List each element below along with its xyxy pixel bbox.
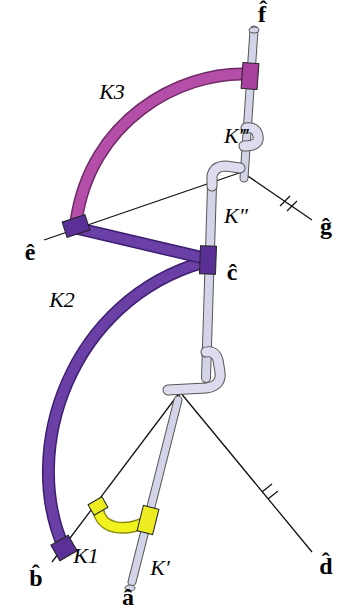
parallel-mark <box>268 491 278 499</box>
tube-outline <box>48 262 204 548</box>
joint-collar <box>62 215 90 238</box>
axis-label: ĝ <box>320 214 332 238</box>
tube-outline <box>168 352 220 390</box>
axis-line <box>242 172 312 220</box>
link-tube <box>132 400 178 582</box>
tube-outline <box>76 74 246 222</box>
k2-link <box>48 262 204 548</box>
k2-link <box>76 228 204 258</box>
link-label: K2 <box>49 289 75 311</box>
parallel-mark <box>287 201 297 211</box>
link-label: K1 <box>73 545 99 567</box>
elbow-tube <box>168 352 220 390</box>
joint-collar <box>88 497 108 515</box>
joint-collar <box>241 62 259 89</box>
tube-outline <box>244 30 254 178</box>
axis-label: ĉ <box>227 260 238 284</box>
link-label: K′ <box>150 557 170 579</box>
tube-end <box>249 27 259 33</box>
tube-outline <box>76 228 204 258</box>
axis-label: ê <box>25 240 36 264</box>
link-label: K3 <box>99 81 125 103</box>
axis-label: â <box>122 585 134 609</box>
k3-link <box>76 74 246 222</box>
tube-outline <box>132 400 178 582</box>
axis-label: b̂ <box>29 566 42 590</box>
axis-line <box>128 392 180 592</box>
parallel-mark <box>280 196 290 206</box>
axis-label: f̂ <box>258 2 266 26</box>
parallel-mark <box>262 484 272 492</box>
joint-collar <box>137 505 159 534</box>
link-tube <box>244 30 254 178</box>
joint-collar <box>200 246 217 275</box>
link-label: K‴ <box>224 125 248 147</box>
axis-line <box>180 392 312 552</box>
axis-label: d̂ <box>319 554 332 578</box>
link-label: K″ <box>224 205 248 227</box>
